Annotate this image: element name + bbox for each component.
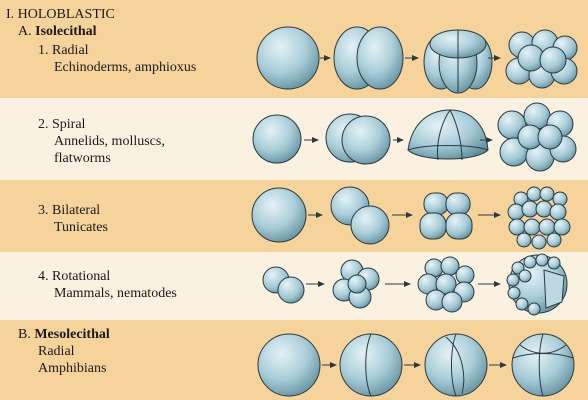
mesolecithal-eight-cell [511, 333, 575, 397]
rotational-four-cell [332, 259, 380, 309]
spiral-label: 2. Spiral [38, 117, 86, 132]
mesolecithal-zygote [257, 333, 321, 397]
radial-zygote [256, 26, 320, 90]
spiral-zygote [252, 114, 302, 164]
isolecithal-title: Isolecithal [35, 24, 97, 39]
bilateral-label: 3. Bilateral [38, 203, 101, 218]
spiral-two-cell [325, 113, 391, 165]
isolecithal-letter: A. [18, 24, 32, 39]
rotational-examples: Mammals, nematodes [54, 286, 177, 301]
radial-four-cell [423, 29, 493, 94]
spiral-eight-cell [497, 102, 577, 172]
spiral-four-cell [407, 109, 489, 161]
bilateral-two-cell [330, 186, 390, 245]
isolecithal-heading: A. Isolecithal [18, 23, 97, 40]
rotational-eight-cell [417, 256, 475, 313]
mesolecithal-pattern: Radial [38, 344, 75, 359]
mesolecithal-examples: Amphibians [38, 361, 107, 376]
radial-label: 1. Radial [38, 43, 89, 58]
bilateral-four-cell [419, 192, 473, 240]
bilateral-many-cell [507, 186, 571, 250]
rotational-label: 4. Rotational [38, 269, 111, 284]
radial-examples: Echinoderms, amphioxus [54, 60, 197, 75]
bilateral-zygote [251, 187, 307, 243]
holoblastic-heading: I. HOLOBLASTIC [6, 7, 115, 22]
rotational-cleavage-sequence [262, 253, 568, 316]
bilateral-cleavage-sequence [251, 186, 571, 250]
mesolecithal-letter: B. [18, 327, 31, 342]
radial-eight-cell [505, 29, 578, 89]
radial-two-cell [333, 26, 404, 90]
mesolecithal-title: Mesolecithal [34, 327, 110, 342]
radial-cleavage-sequence [256, 26, 578, 94]
mesolecithal-two-cell [339, 333, 403, 397]
mesolecithal-heading: B. Mesolecithal [18, 326, 110, 343]
spiral-cleavage-sequence [252, 102, 577, 172]
mesolecithal-four-cell [424, 333, 488, 397]
rotational-blastocyst [506, 253, 568, 316]
mesolecithal-cleavage-sequence [257, 333, 575, 397]
spiral-examples-line2: flatworms [54, 151, 111, 166]
bilateral-examples: Tunicates [54, 220, 108, 235]
spiral-examples-line1: Annelids, molluscs, [54, 134, 165, 149]
rotational-two-cell [262, 266, 305, 304]
